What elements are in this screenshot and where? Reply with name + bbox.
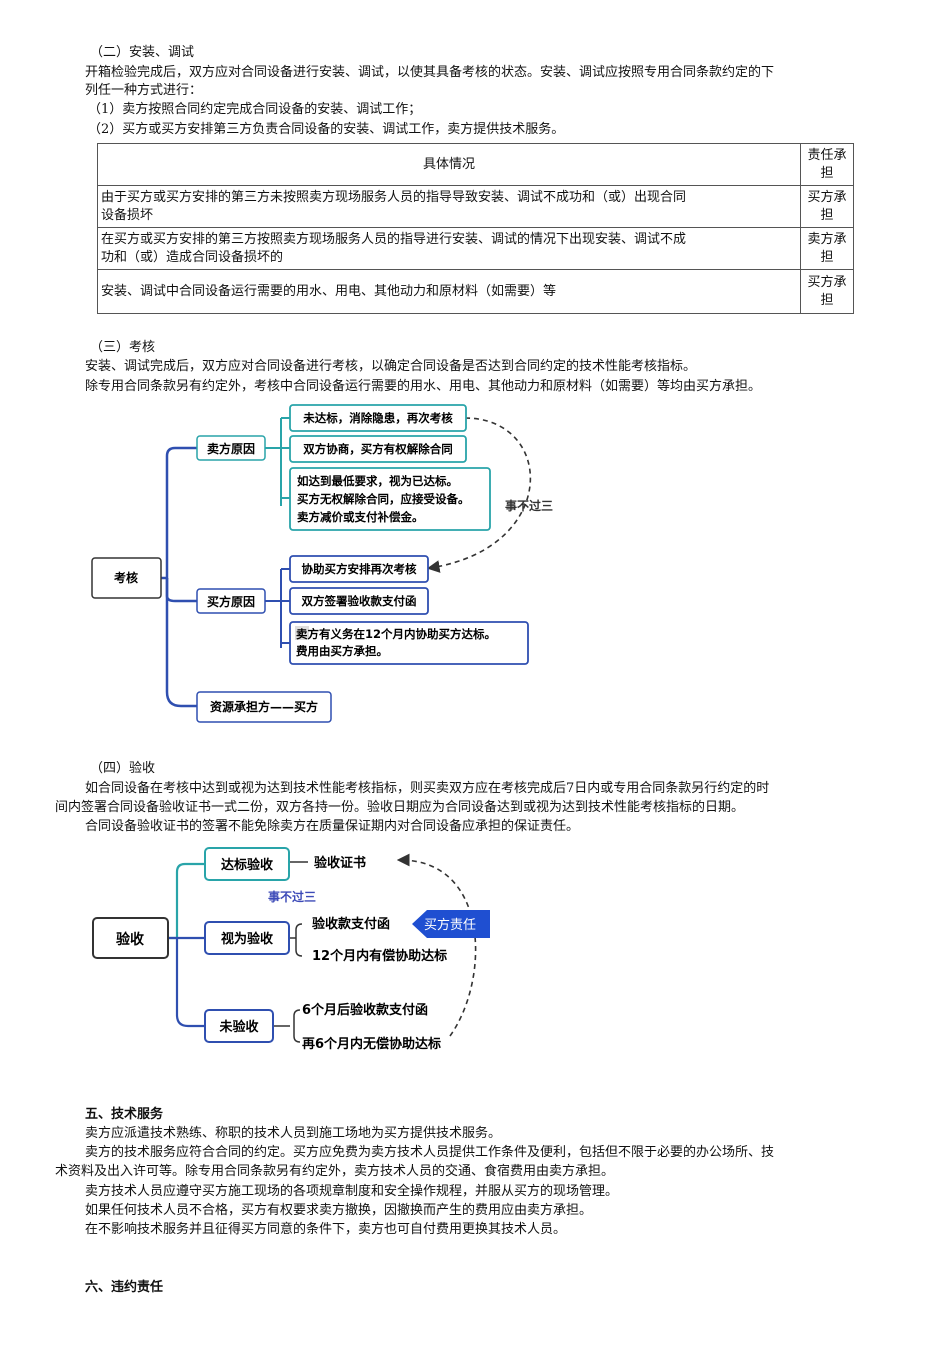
- leaf-certificate: 验收证书: [314, 855, 366, 871]
- leaf-paid-assist: 12个月内有偿协助达标: [312, 948, 447, 964]
- section-heading-assessment: （三）考核: [90, 340, 156, 355]
- paragraph: 除专用合同条款另有约定外，考核中合同设备运行需要的用水、用电、其他动力和原材料（…: [85, 379, 762, 394]
- table-cell: 买方承担: [800, 185, 854, 228]
- node-deemed-acceptance: 视为验收: [221, 931, 274, 947]
- table-cell: 安装、调试中合同设备运行需要的用水、用电、其他动力和原材料（如需要）等: [97, 269, 801, 314]
- paragraph: 卖方的技术服务应符合合同的约定。买方应免费为卖方技术人员提供工作条件及便利，包括…: [85, 1145, 775, 1160]
- list-item: （1）卖方按照合同约定完成合同设备的安装、调试工作；: [88, 102, 422, 117]
- paragraph: 间内签署合同设备验收证书一式二份，双方各持一份。验收日期应为合同设备达到或视为达…: [55, 800, 745, 815]
- node-buyer-1: 协助买方安排再次考核: [302, 562, 417, 576]
- paragraph: 如合同设备在考核中达到或视为达到技术性能考核指标，则买卖双方应在考核完成后7日内…: [85, 781, 770, 796]
- node-resource: 资源承担方——买方: [210, 699, 318, 714]
- section-heading-technical-service: 五、技术服务: [85, 1107, 164, 1122]
- tag-buyer-responsibility: 买方责任: [424, 917, 476, 933]
- node-seller-1: 未达标，消除隐患，再次考核: [302, 411, 453, 425]
- node-seller-2: 双方协商，买方有权解除合同: [302, 442, 453, 456]
- table-cell: 由于买方或买方安排的第三方未按照卖方现场服务人员的指导导致安装、调试不成功和（或…: [97, 185, 801, 228]
- paragraph: 开箱检验完成后，双方应对合同设备进行安装、调试，以使其具备考核的状态。安装、调试…: [85, 65, 775, 80]
- table-header: 具体情况: [97, 143, 801, 186]
- node-buyer-3-line2: 费用由买方承担。: [296, 644, 388, 658]
- section-heading-install: （二）安装、调试: [90, 45, 195, 60]
- section-heading-acceptance: （四）验收: [90, 761, 156, 776]
- mindmap-root: 考核: [114, 570, 138, 585]
- leaf-six-months-letter: 6个月后验收款支付函: [302, 1002, 428, 1018]
- table-cell: 卖方承担: [800, 227, 854, 270]
- node-not-accepted: 未验收: [218, 1019, 259, 1035]
- node-buyer-reason: 买方原因: [207, 594, 255, 609]
- note-three-times: 事不过三: [505, 498, 553, 513]
- paragraph: 卖方技术人员应遵守买方施工现场的各项规章制度和安全操作规程，并服从买方的现场管理…: [85, 1184, 619, 1199]
- acceptance-mindmap: 验收 达标验收 视为验收 未验收 验收证书 事不过三 验收款支付函 买方责任 1…: [92, 847, 490, 1052]
- table-cell: 买方承担: [800, 269, 854, 314]
- node-standard-acceptance: 达标验收: [221, 857, 274, 873]
- assessment-mindmap: 考核 卖方原因 未达标，消除隐患，再次考核 双方协商，买方有权解除合同 如达到最…: [91, 404, 553, 723]
- leaf-payment-letter: 验收款支付函: [312, 916, 390, 932]
- node-seller-3-line2: 买方无权解除合同，应接受设备。: [297, 492, 470, 506]
- paragraph: 在不影响技术服务并且征得买方同意的条件下，卖方也可自付费用更换其技术人员。: [85, 1222, 567, 1237]
- mindmap-root: 验收: [116, 931, 145, 948]
- node-seller-3-line3: 卖方减价或支付补偿金。: [297, 510, 424, 524]
- node-seller-3-line1: 如达到最低要求，视为已达标。: [297, 474, 458, 488]
- node-buyer-2: 双方签署验收款支付函: [301, 594, 417, 608]
- responsibility-table: 具体情况 责任承担 由于买方或买方安排的第三方未按照卖方现场服务人员的指导导致安…: [97, 143, 854, 314]
- node-seller-reason: 卖方原因: [207, 441, 255, 456]
- node-buyer-3-line1: 卖方有义务在12个月内协助买方达标。: [296, 627, 496, 641]
- section-heading-liability: 六、违约责任: [85, 1280, 164, 1295]
- table-cell: 在买方或买方安排的第三方按照卖方现场服务人员的指导进行安装、调试的情况下出现安装…: [97, 227, 801, 270]
- list-item: （2）买方或买方安排第三方负责合同设备的安装、调试工作，卖方提供技术服务。: [88, 122, 565, 137]
- paragraph: 列任一种方式进行：: [85, 83, 203, 98]
- paragraph: 安装、调试完成后，双方应对合同设备进行考核，以确定合同设备是否达到合同约定的技术…: [85, 359, 697, 374]
- leaf-free-assist: 再6个月内无偿协助达标: [302, 1036, 441, 1052]
- paragraph: 术资料及出入许可等。除专用合同条款另有约定外，卖方技术人员的交通、食宿费用由卖方…: [55, 1164, 615, 1179]
- note-three-times: 事不过三: [268, 889, 316, 904]
- paragraph: 合同设备验收证书的签署不能免除卖方在质量保证期内对合同设备应承担的保证责任。: [85, 819, 580, 834]
- paragraph: 如果任何技术人员不合格，买方有权要求卖方撤换，因撤换而产生的费用应由卖方承担。: [85, 1203, 593, 1218]
- paragraph: 卖方应派遣技术熟练、称职的技术人员到施工场地为买方提供技术服务。: [85, 1126, 502, 1141]
- table-header: 责任承担: [800, 143, 854, 186]
